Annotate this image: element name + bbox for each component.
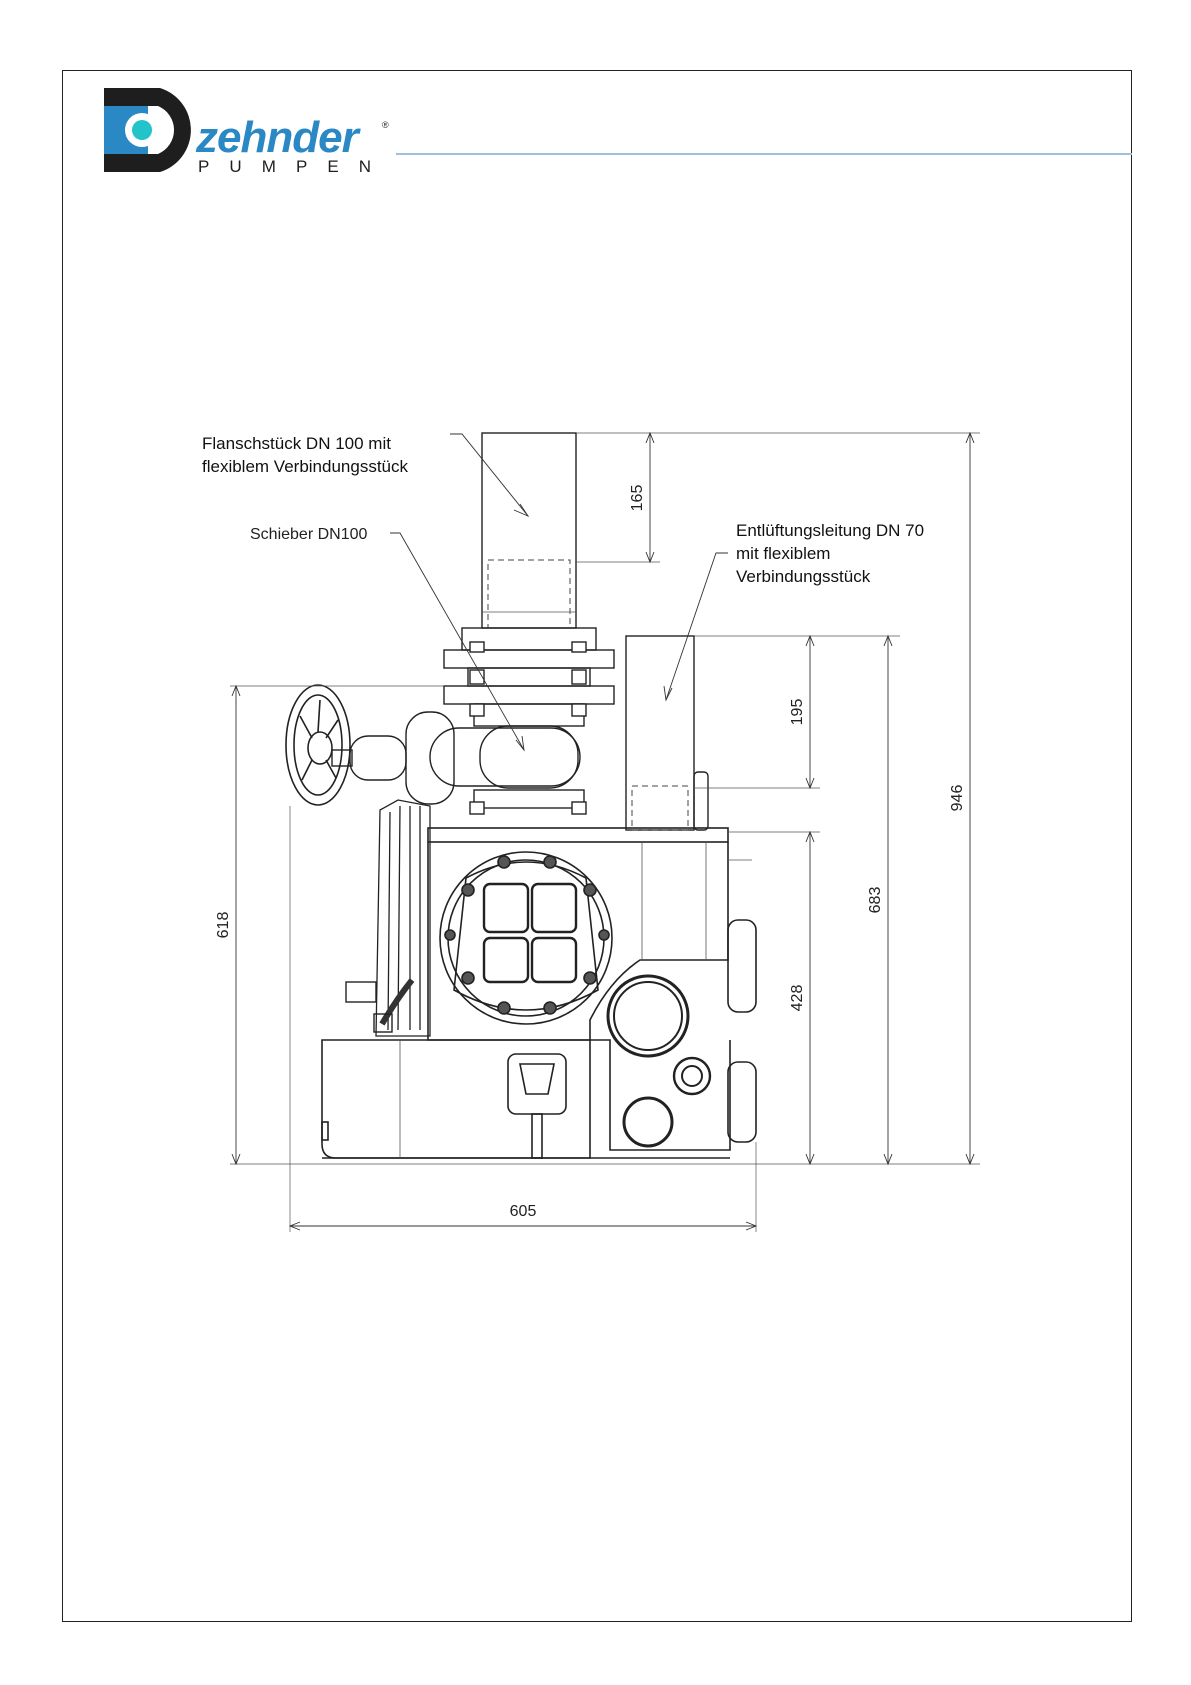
dim-195-label: 195 [789,699,806,726]
cable-glands [346,980,412,1032]
extension-lines [230,433,980,1232]
callout-flansch-line2: flexiblem Verbindungsstück [202,457,409,476]
dim-605-label: 605 [510,1203,537,1220]
upper-flange [444,628,614,726]
callout-entlueftung-line1: Entlüftungsleitung DN 70 [736,521,924,540]
side-connections [608,976,710,1146]
motor-fins [376,800,430,1036]
callout-entlueftung-line2: mit flexiblem [736,544,830,563]
tank-lower-housing [322,1040,730,1158]
callout-entlueftung-line3: Verbindungsstück [736,567,871,586]
leader-flansch [450,434,528,516]
dim-428: 428 [789,832,814,1164]
dim-618-label: 618 [215,912,232,939]
discharge-pipe [482,433,576,628]
dim-428-label: 428 [789,985,806,1012]
dim-165: 165 [629,433,654,562]
callout-flansch-line1: Flanschstück DN 100 mit [202,434,391,453]
vent-pipe [626,636,708,830]
dim-946: 946 [949,433,974,1164]
gate-valve [332,712,586,814]
dim-618: 618 [215,686,240,1164]
dim-946-label: 946 [949,785,966,812]
dim-683-label: 683 [867,887,884,914]
dim-165-label: 165 [629,485,646,512]
dim-605: 605 [290,1203,756,1230]
dim-683: 683 [867,636,892,1164]
tank-upper-housing [428,828,756,1142]
callout-schieber: Schieber DN100 [250,526,368,543]
handwheel [286,685,350,805]
leader-schieber [390,533,524,750]
inspection-cover [440,852,612,1024]
dim-195: 195 [789,636,814,788]
leader-entlueftung [664,553,728,700]
